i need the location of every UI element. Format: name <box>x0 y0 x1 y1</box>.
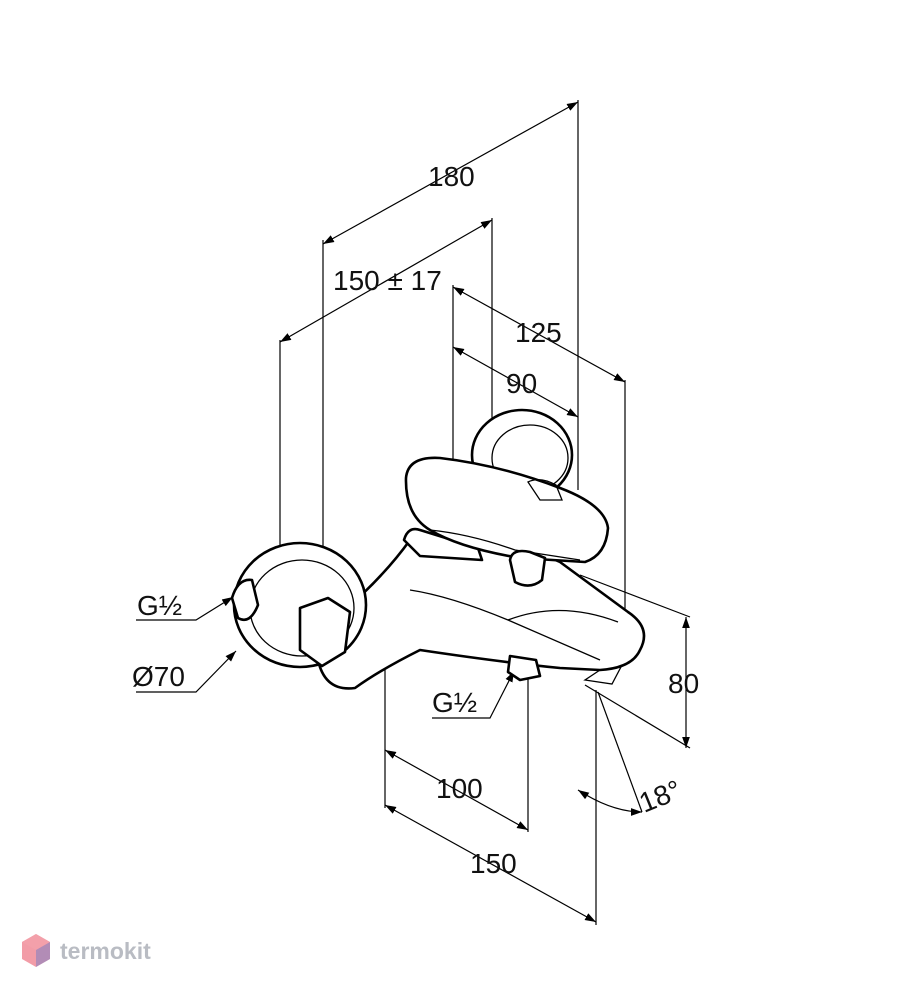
label-diameter: Ø70 <box>132 661 185 692</box>
dim-line-150 <box>384 804 597 923</box>
label-150: 150 <box>470 848 517 879</box>
dim-line-150-17 <box>279 219 493 343</box>
label-thread-spout: G½ <box>432 687 477 718</box>
label-80: 80 <box>668 668 699 699</box>
angle-arc-18 <box>577 789 643 816</box>
leader-thread-spout <box>432 670 515 719</box>
logo-text: termokit <box>60 937 151 964</box>
spout-outlet <box>506 654 542 682</box>
cube-logo-icon <box>22 934 50 967</box>
label-90: 90 <box>506 368 537 399</box>
dim-line-90 <box>452 346 579 418</box>
faucet-illustration <box>230 408 646 690</box>
label-125: 125 <box>515 317 562 348</box>
label-150-17: 150 ± 17 <box>333 265 442 296</box>
label-180: 180 <box>428 161 475 192</box>
dimension-labels: 180 150 ± 17 125 90 80 100 150 18° G½ Ø7… <box>132 161 699 879</box>
label-100: 100 <box>436 773 483 804</box>
cartridge-housing <box>402 527 484 562</box>
dim-line-125 <box>452 286 626 383</box>
leader-thread-wall <box>136 596 234 621</box>
label-angle-18: 18° <box>635 774 686 819</box>
diverter-knob <box>508 549 547 587</box>
lever-handle <box>404 456 610 564</box>
hex-nut <box>298 596 352 668</box>
label-thread-wall: G½ <box>137 590 182 621</box>
termokit-logo: termokit <box>20 932 151 970</box>
wall-connector <box>230 578 260 622</box>
leader-diameter <box>136 650 237 693</box>
dimension-lines <box>136 101 690 923</box>
